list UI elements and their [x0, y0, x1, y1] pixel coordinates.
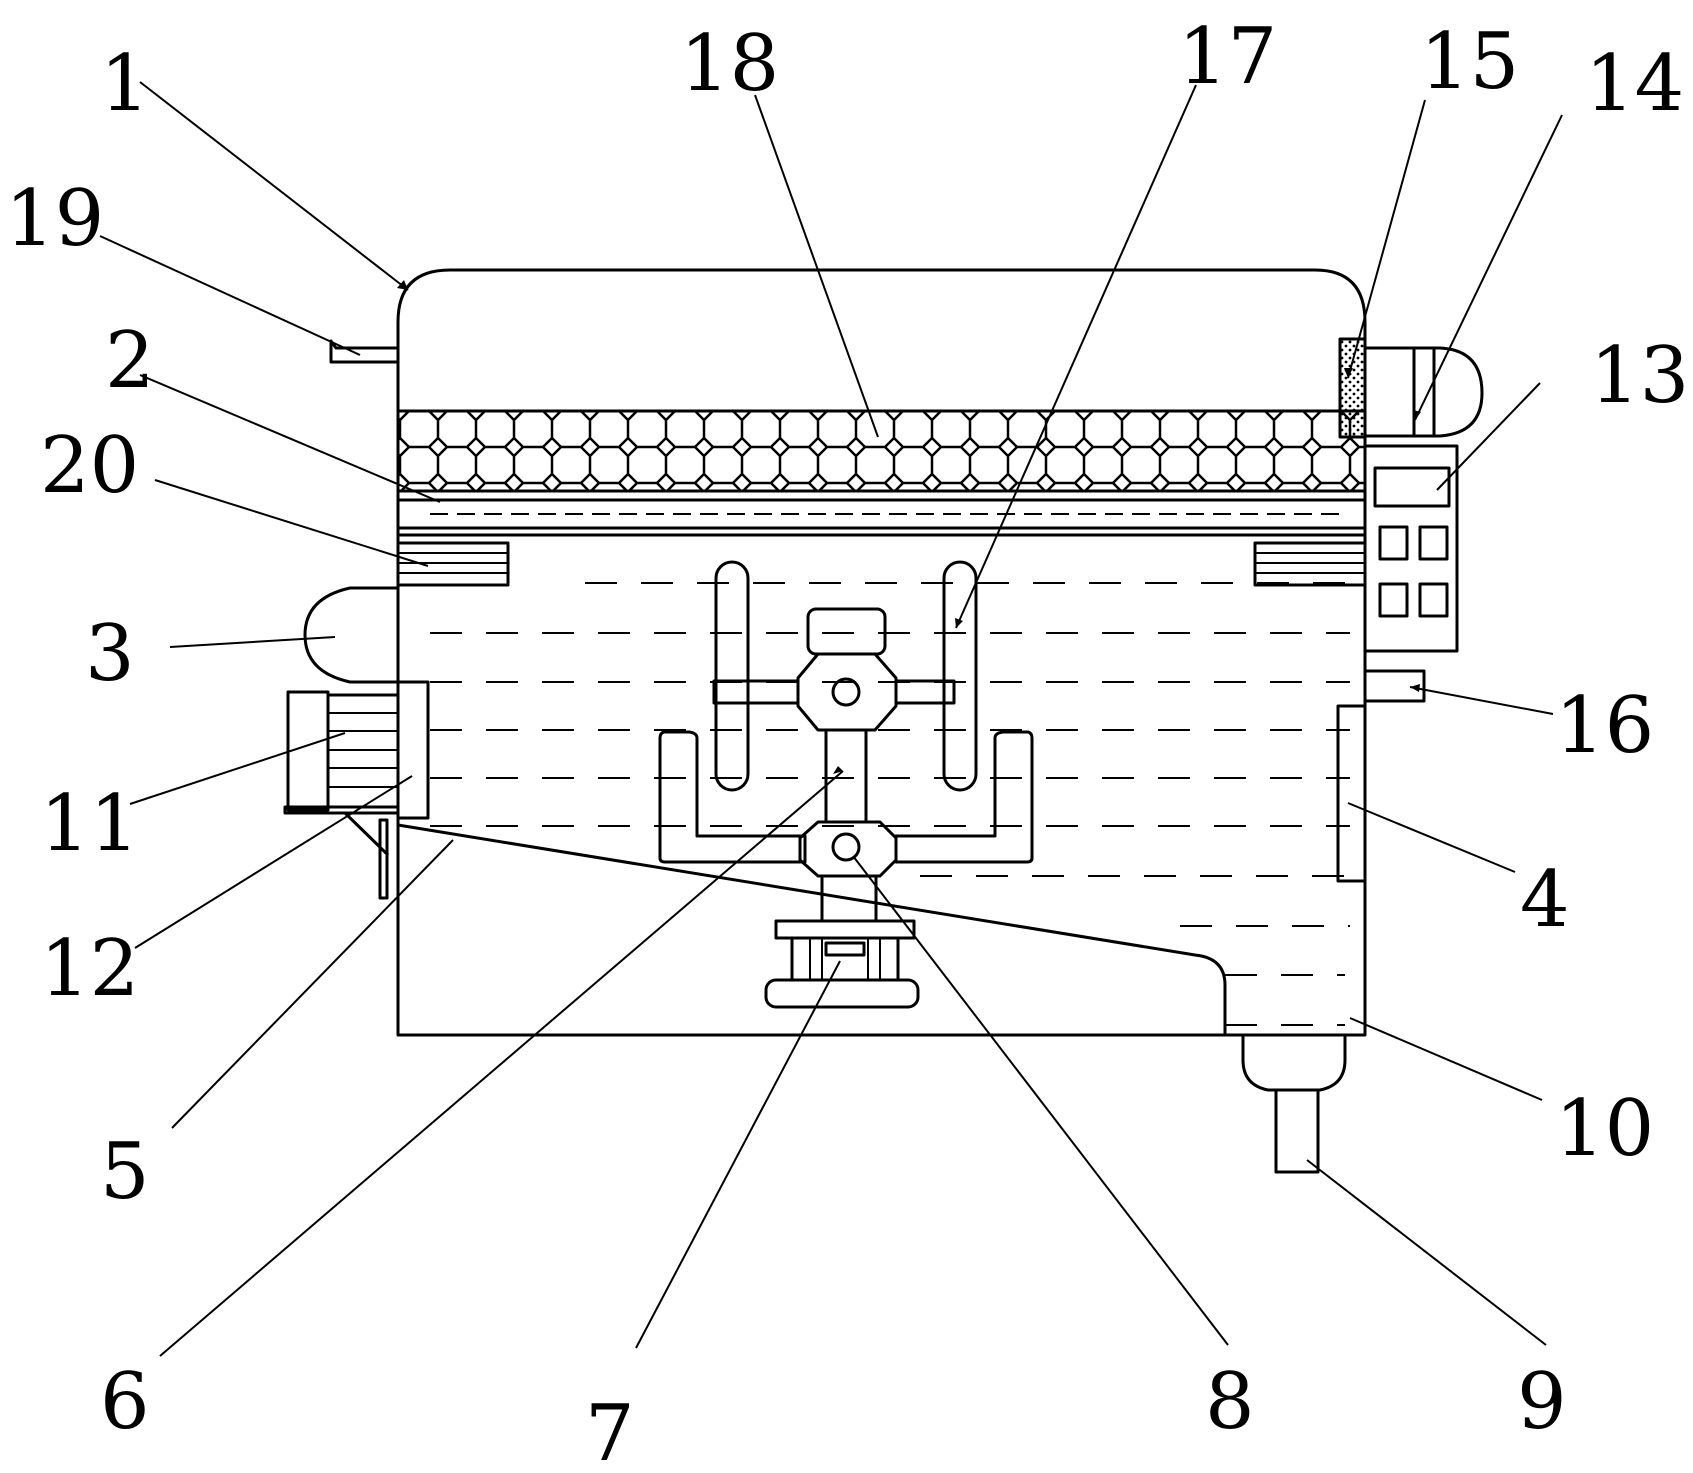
label-17: 17 [1178, 12, 1277, 102]
top-inlet-pipe [329, 339, 400, 364]
leader-lines [99, 81, 1563, 1357]
label-10: 10 [1555, 1084, 1654, 1174]
feed-port [303, 586, 398, 684]
sloped-bottom [397, 823, 1227, 1035]
sensor-strip [1338, 337, 1367, 439]
reference-numerals: 1 19 2 20 3 11 12 5 6 7 8 9 10 4 16 13 1… [5, 12, 1689, 1473]
fan-motor [1363, 346, 1484, 438]
leader-arrowheads [397, 280, 1421, 774]
label-5: 5 [100, 1127, 150, 1217]
label-16: 16 [1555, 681, 1654, 771]
liquid-level-lines [430, 582, 1350, 1026]
label-19: 19 [5, 174, 104, 264]
label-14: 14 [1585, 39, 1684, 129]
label-8: 8 [1205, 1357, 1255, 1447]
left-vent [396, 541, 510, 587]
label-13: 13 [1590, 331, 1689, 421]
label-11: 11 [40, 779, 139, 869]
inlet-plate [396, 680, 430, 820]
drain-outlet [1241, 1033, 1347, 1174]
label-7: 7 [585, 1389, 635, 1473]
stirring-assembly [658, 560, 1034, 1009]
label-18: 18 [680, 19, 779, 109]
label-9: 9 [1517, 1357, 1567, 1447]
right-vent [1253, 541, 1367, 587]
label-12: 12 [40, 924, 139, 1014]
outlet-tab [1365, 669, 1426, 703]
label-6: 6 [100, 1357, 150, 1447]
control-panel [1363, 444, 1459, 653]
label-2: 2 [105, 316, 155, 406]
label-20: 20 [40, 421, 139, 511]
housing-body [396, 268, 1367, 1037]
label-3: 3 [85, 609, 135, 699]
label-4: 4 [1520, 855, 1570, 945]
right-plate [1336, 704, 1367, 883]
label-1: 1 [100, 39, 150, 129]
filter-layer [396, 409, 1367, 493]
label-15: 15 [1420, 17, 1519, 107]
